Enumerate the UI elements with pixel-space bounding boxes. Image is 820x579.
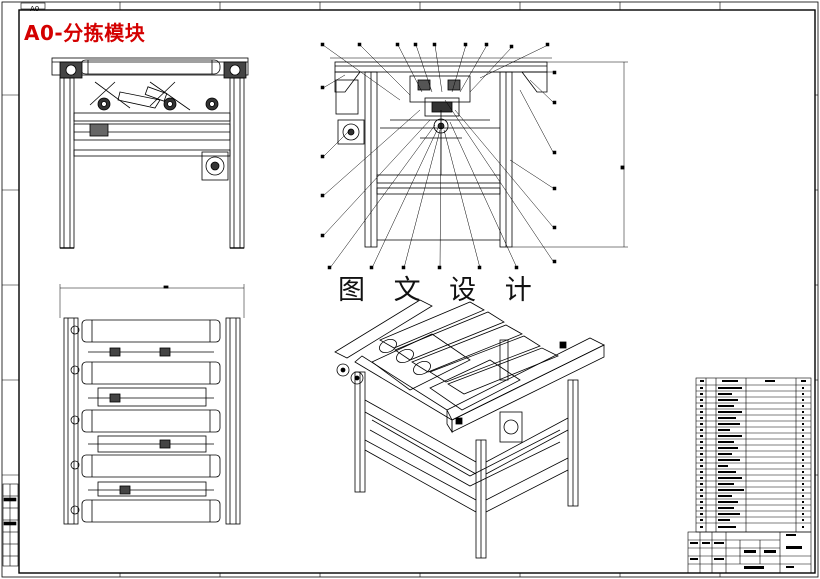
sheet-size-badge: A0 — [30, 5, 40, 13]
top-view — [59, 284, 245, 525]
parts-list-table — [695, 377, 812, 533]
drawing-title: A0-分拣模块 — [24, 21, 146, 45]
balloon-leaders — [320, 42, 557, 270]
side-view — [330, 57, 628, 248]
title-block — [687, 531, 812, 574]
front-view — [51, 57, 249, 249]
isometric-view — [334, 299, 605, 559]
watermark-text: 图 文 设 计 — [338, 275, 542, 306]
side-stamp-strip — [2, 483, 19, 567]
